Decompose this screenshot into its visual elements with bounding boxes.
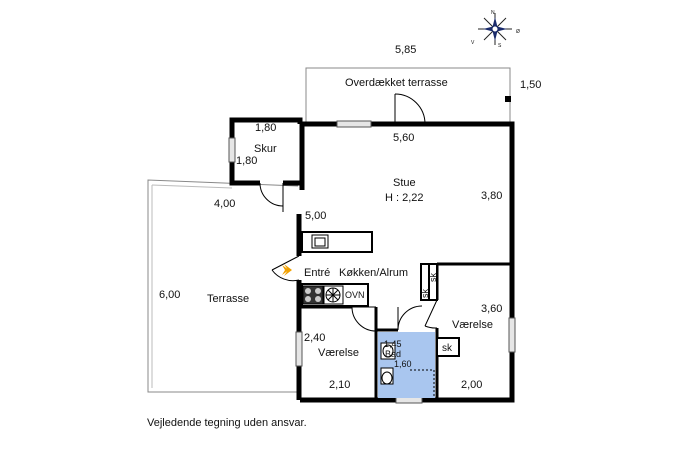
doors	[259, 93, 438, 332]
entrance-arrow-icon-2	[284, 264, 292, 276]
dim-top-width: 5,85	[395, 44, 416, 56]
windows	[228, 120, 516, 404]
dim-kitchen-width: 5,00	[305, 210, 326, 222]
dim-room-left-width: 2,10	[329, 379, 350, 391]
label-skur: Skur	[254, 143, 277, 155]
dim-terrace-width: 4,00	[214, 198, 235, 210]
label-covered-terrace: Overdækket terrasse	[345, 77, 448, 89]
dim-skur-depth: 1,80	[236, 155, 257, 167]
dim-bath-depth: 1,60	[394, 359, 412, 369]
dim-terrace-depth-left: 6,00	[159, 289, 180, 301]
room-labels: 5,85 Overdækket terrasse 1,50 1,80 Skur …	[147, 44, 541, 429]
stove-icon	[302, 285, 324, 305]
exterior-walls	[229, 117, 515, 403]
label-entre: Entré	[304, 267, 330, 279]
label-vaerelse-right: Værelse	[452, 319, 493, 331]
dim-room-right-width: 2,00	[461, 379, 482, 391]
dim-stue-width: 5,60	[393, 132, 414, 144]
label-vaerelse-left: Værelse	[318, 347, 359, 359]
compass-south-label: S	[498, 43, 502, 49]
terrace-outline	[147, 179, 299, 393]
label-terrasse: Terrasse	[207, 293, 249, 305]
entrance-arrow-icon	[282, 265, 289, 275]
label-kokken: Køkken/Alrum	[339, 267, 408, 279]
dim-bath-width: 1,45	[384, 339, 402, 349]
label-sk-1: sk	[420, 289, 430, 299]
fan-icon	[323, 285, 344, 305]
dim-terrace-depth: 1,50	[520, 79, 541, 91]
dim-stue-depth: 3,80	[481, 190, 502, 202]
compass-west-label: V	[471, 40, 475, 46]
label-sk-3: sk	[442, 343, 453, 354]
dim-room-right-depth: 3,60	[481, 303, 502, 315]
kitchen-sink-icon	[311, 234, 329, 249]
label-ovn: OVN	[345, 290, 365, 300]
label-sk-2: sk	[428, 273, 438, 283]
compass-north-label: N	[491, 10, 495, 16]
label-stue-height: H : 2,22	[385, 192, 424, 204]
label-bad: Bad	[385, 349, 401, 359]
disclaimer-text: Vejledende tegning uden ansvar.	[147, 417, 307, 429]
bathroom-fixtures	[380, 342, 435, 398]
label-stue: Stue	[393, 177, 416, 189]
dim-skur-width: 1,80	[255, 122, 276, 134]
compass-east-label: Ø	[516, 29, 520, 35]
compass-rose-icon: N Ø S V	[471, 10, 520, 49]
dim-room-left-depth: 2,40	[304, 332, 325, 344]
